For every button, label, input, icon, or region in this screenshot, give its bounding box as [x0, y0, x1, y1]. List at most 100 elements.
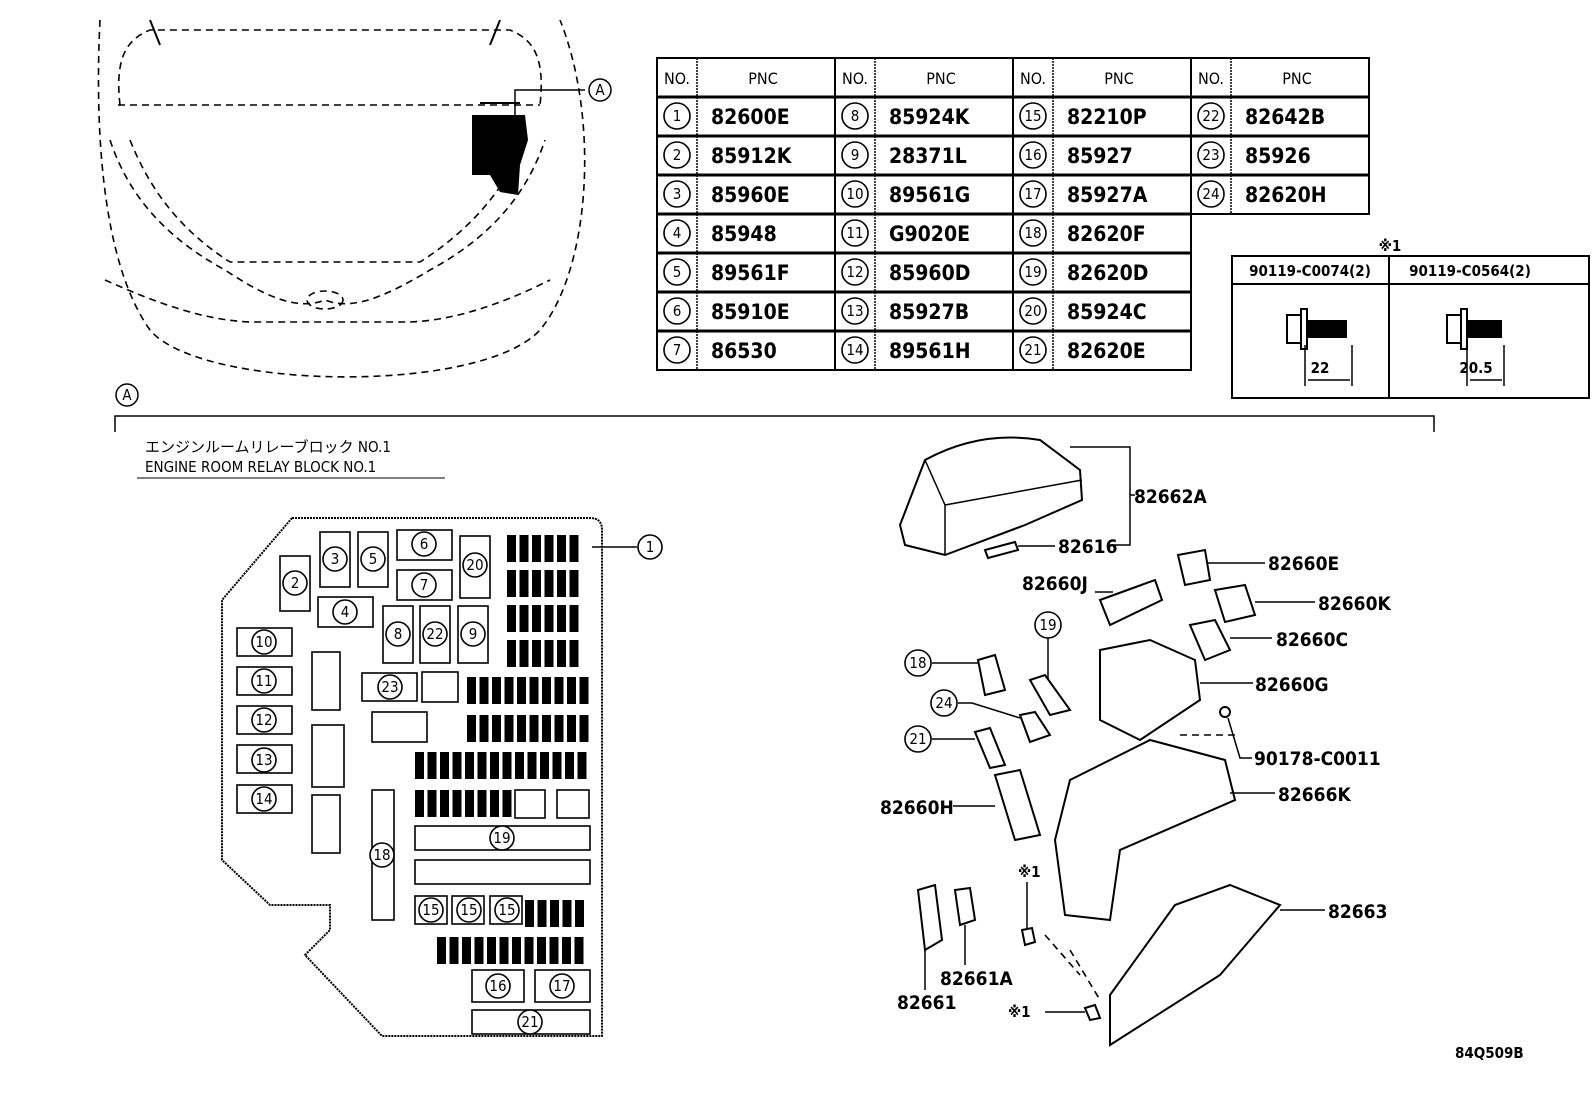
- section-marker: A: [122, 386, 132, 404]
- fuse: [490, 752, 499, 779]
- fuse: [477, 790, 487, 817]
- fuse: [499, 937, 509, 964]
- callout-number: 11: [255, 672, 272, 690]
- pnc-code: 82210P: [1067, 105, 1147, 129]
- header-no: NO.: [842, 69, 868, 88]
- component-callout: 19: [489, 825, 515, 851]
- callout-number: 17: [553, 977, 570, 995]
- fuse: [577, 752, 587, 779]
- callout-number: 15: [422, 901, 439, 919]
- callout-number: 15: [498, 901, 515, 919]
- callout-number: 8: [394, 625, 403, 643]
- pnc-code: 85948: [711, 222, 777, 246]
- fuse: [507, 605, 516, 632]
- fuse: [502, 752, 512, 779]
- fuse: [462, 937, 471, 964]
- part-number-label: 82663: [1328, 901, 1387, 923]
- exploded-view: 82662A8261682660E82660J82660K82660C82660…: [880, 436, 1391, 1047]
- component-callout: 9: [460, 621, 486, 647]
- pnc-code: 89561G: [889, 183, 970, 207]
- component-callout: 6: [411, 531, 437, 557]
- row-number: 10: [841, 180, 869, 208]
- pnc-code: 82620E: [1067, 339, 1146, 363]
- component-callout: 2: [282, 570, 308, 596]
- fuse: [519, 535, 529, 562]
- relay-slot: [414, 859, 591, 885]
- bolt-length: 20.5: [1459, 359, 1492, 377]
- callout-number: 2: [673, 146, 682, 164]
- callout-number: 13: [255, 751, 272, 769]
- row-number: 19: [1019, 258, 1047, 286]
- fuse: [527, 752, 537, 779]
- item-callout: 24: [930, 689, 958, 717]
- fuse: [565, 752, 574, 779]
- item-callout: 19: [1034, 611, 1062, 639]
- relay-slot: [311, 794, 341, 854]
- fuse: [492, 677, 501, 704]
- row-number: 22: [1197, 102, 1225, 130]
- fuse: [477, 752, 487, 779]
- fuse: [440, 752, 449, 779]
- pnc-code: 85924C: [1067, 300, 1147, 324]
- pnc-code: 85926: [1245, 144, 1311, 168]
- fuse: [517, 677, 526, 704]
- pnc-code: 85924K: [889, 105, 971, 129]
- pnc-code: 86530: [711, 339, 777, 363]
- header-no: NO.: [1198, 69, 1224, 88]
- fuse: [427, 790, 437, 817]
- header-pnc: PNC: [1282, 69, 1312, 88]
- fuse: [519, 605, 529, 632]
- component-callout: 20: [462, 552, 488, 578]
- row-number: 23: [1197, 141, 1225, 169]
- table-row: 10 89561G: [841, 180, 970, 208]
- bolt-icon: [1286, 308, 1353, 386]
- pnc-code: 85960D: [889, 261, 970, 285]
- component-callout: 12: [251, 707, 277, 733]
- fuse: [532, 605, 541, 632]
- fuse: [415, 752, 424, 779]
- fuse: [465, 790, 474, 817]
- fuse: [519, 640, 529, 667]
- part-number-label: 82661A: [940, 968, 1013, 990]
- fuse: [452, 752, 462, 779]
- part-number-label: 82662A: [1134, 486, 1207, 508]
- callout-number: 16: [489, 977, 506, 995]
- callout-number: 21: [909, 730, 926, 748]
- component-callout: 4: [332, 599, 358, 625]
- callout-number: 23: [381, 678, 398, 696]
- callout-number: 4: [673, 224, 682, 242]
- callout-number: 4: [341, 603, 350, 621]
- fuse: [532, 570, 541, 597]
- component-callout: 18: [369, 842, 395, 868]
- bolt-note-ref: ※1: [1018, 863, 1041, 881]
- fuse: [552, 752, 562, 779]
- callout-number: 23: [1202, 146, 1219, 164]
- callout-number: 14: [255, 790, 272, 808]
- callout-number: 18: [909, 654, 926, 672]
- callout-number: 19: [1039, 616, 1056, 634]
- callout-number: 11: [846, 224, 863, 242]
- row-number: 4: [663, 219, 691, 247]
- fuse: [567, 677, 576, 704]
- fuse: [542, 677, 551, 704]
- row-number: 20: [1019, 297, 1047, 325]
- pnc-code: 85910E: [711, 300, 790, 324]
- fuse: [437, 937, 446, 964]
- fuse: [427, 752, 437, 779]
- fuse: [487, 937, 496, 964]
- fuse: [537, 900, 547, 927]
- callout-number: 9: [469, 625, 478, 643]
- fuse: [492, 715, 501, 742]
- fuse: [525, 900, 534, 927]
